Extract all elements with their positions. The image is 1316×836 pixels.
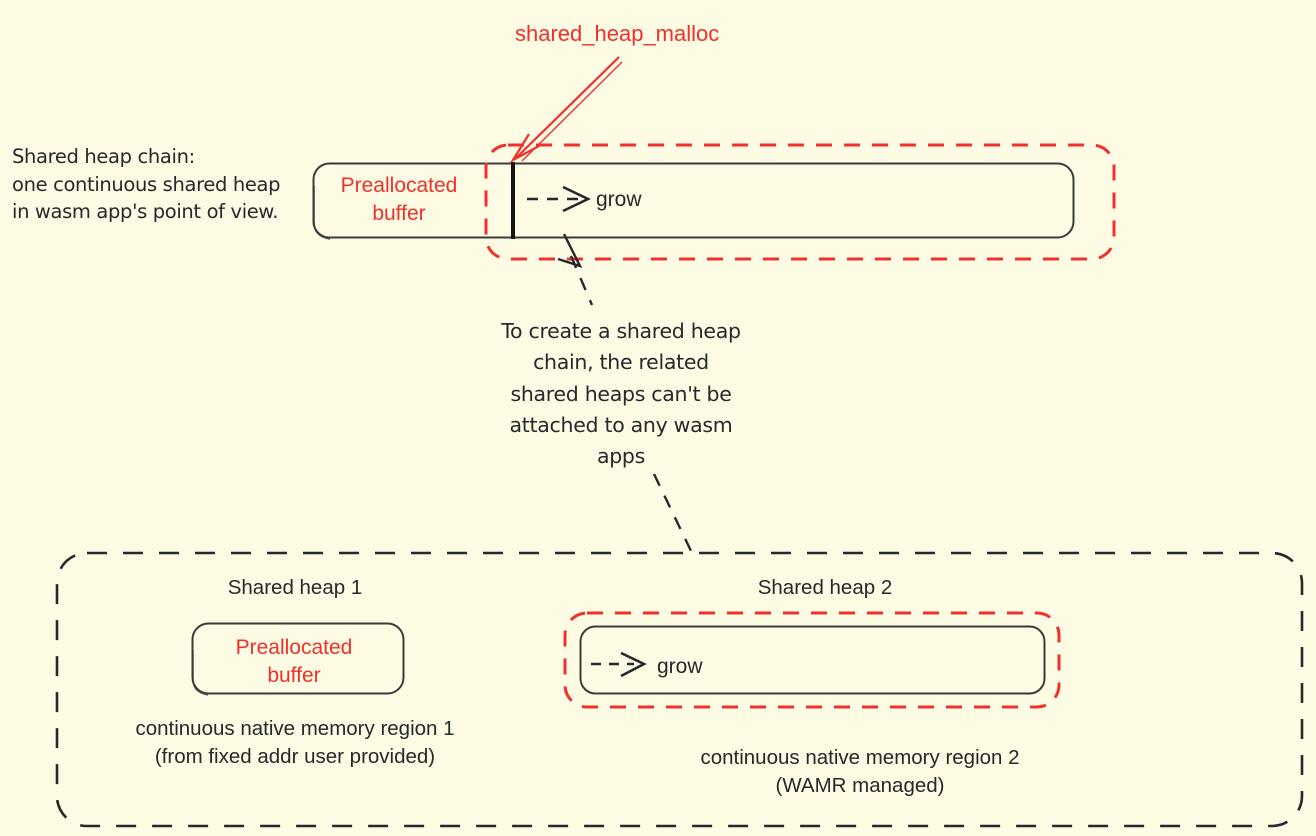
top-preallocated-buffer-label: Preallocated buffer: [340, 174, 458, 225]
shared-heap-chain-description: Shared heap chain: one continuous shared…: [12, 145, 281, 224]
note-to-container-leader: [652, 473, 694, 554]
heap2-buffer-rect: [579, 625, 1046, 695]
malloc-leader-arrow: [509, 56, 623, 163]
top-growable-region-outline: [484, 143, 1116, 261]
shared-heap-malloc-label: shared_heap_malloc: [515, 21, 720, 46]
shared-heap-2-title: Shared heap 2: [757, 576, 893, 599]
top-grow-arrow-icon: [527, 185, 592, 213]
top-rect-sketch-stroke: [313, 186, 331, 240]
bottom-grow-arrow-icon: [591, 651, 647, 678]
top-grow-label: grow: [596, 188, 642, 211]
note-leader-line: [557, 233, 594, 306]
native-memory-region-2-caption: continuous native memory region 2 (WAMR …: [700, 746, 1020, 797]
heap2-growable-region-outline: [563, 611, 1061, 709]
native-memory-container-outline: [55, 551, 1304, 828]
heap1-preallocated-buffer-label: Preallocated buffer: [235, 636, 353, 687]
native-memory-region-1-caption: continuous native memory region 1 (from …: [135, 717, 455, 768]
shared-heap-chain-note: To create a shared heap chain, the relat…: [501, 319, 741, 469]
heap2-grow-label: grow: [657, 655, 703, 678]
heap1-buffer-sketch-stroke: [192, 650, 209, 696]
shared-heap-1-title: Shared heap 1: [227, 576, 363, 599]
